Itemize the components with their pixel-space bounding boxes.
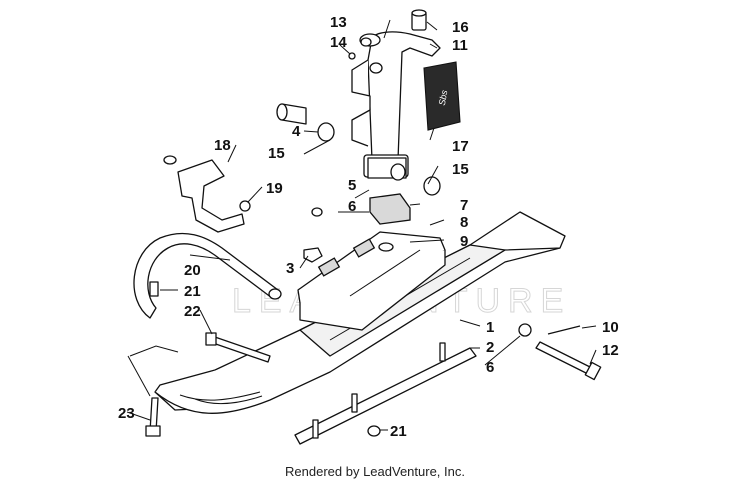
nut-21-lower[interactable] <box>367 425 381 437</box>
callout-10: 10 <box>602 319 619 336</box>
callout-23: 23 <box>118 405 135 422</box>
callout-21-upper: 21 <box>184 283 201 300</box>
callout-13: 13 <box>330 14 347 31</box>
washer-13[interactable] <box>360 37 372 47</box>
callout-labels: 13 14 16 11 4 15 17 15 5 6 7 8 9 3 18 19… <box>118 14 619 440</box>
bushing-left[interactable] <box>276 103 307 125</box>
ski-pad[interactable] <box>369 193 411 225</box>
callout-7: 7 <box>460 197 468 214</box>
callout-16: 16 <box>452 19 469 36</box>
ski-saddle[interactable] <box>297 231 446 331</box>
handle-bracket[interactable] <box>163 155 245 233</box>
bushing-spacer-right[interactable] <box>423 176 441 196</box>
footer-credit: Rendered by LeadVenture, Inc. <box>285 464 465 479</box>
callout-6-upper: 6 <box>348 198 356 215</box>
callout-4: 4 <box>292 123 301 140</box>
callout-6-lower: 6 <box>486 359 494 376</box>
callout-20: 20 <box>184 262 201 279</box>
bolt-22[interactable] <box>205 332 271 363</box>
decal-text: Sbs <box>437 89 450 107</box>
nut-3[interactable] <box>303 247 323 263</box>
nut-5[interactable] <box>311 207 323 217</box>
callout-18: 18 <box>214 137 231 154</box>
callout-12: 11 <box>452 37 468 54</box>
washer-6-right[interactable] <box>518 323 532 337</box>
callout-2: 2 <box>486 339 494 356</box>
callout-3: 3 <box>286 260 294 277</box>
callout-8: 8 <box>460 214 468 231</box>
bolt-11[interactable] <box>535 341 602 381</box>
spindle-block[interactable] <box>367 157 407 181</box>
cotter-pin-10[interactable] <box>547 325 581 335</box>
callout-14: 14 <box>330 34 347 51</box>
callout-15-right: 15 <box>452 161 469 178</box>
callout-21-lower: 21 <box>390 423 407 440</box>
callout-9: 9 <box>460 233 468 250</box>
callout-22: 22 <box>184 303 201 320</box>
callout-19: 19 <box>266 180 283 197</box>
bushing-spacer-left[interactable] <box>317 122 335 142</box>
nut-19[interactable] <box>239 200 251 212</box>
loop-handle[interactable] <box>133 232 282 319</box>
callout-5: 5 <box>348 177 356 194</box>
bolt-21-upper[interactable] <box>149 281 159 297</box>
callout-11: 12 <box>602 342 619 359</box>
bolt-23[interactable] <box>145 397 161 437</box>
nut-14[interactable] <box>348 52 356 60</box>
leader-lines <box>126 19 597 431</box>
callout-17: 17 <box>452 138 469 155</box>
callout-1: 1 <box>486 319 494 336</box>
decal[interactable]: Sbs <box>423 61 461 131</box>
wear-bar[interactable] <box>294 342 477 445</box>
cap-bolt[interactable] <box>411 9 427 31</box>
callout-15-left: 15 <box>268 145 285 162</box>
